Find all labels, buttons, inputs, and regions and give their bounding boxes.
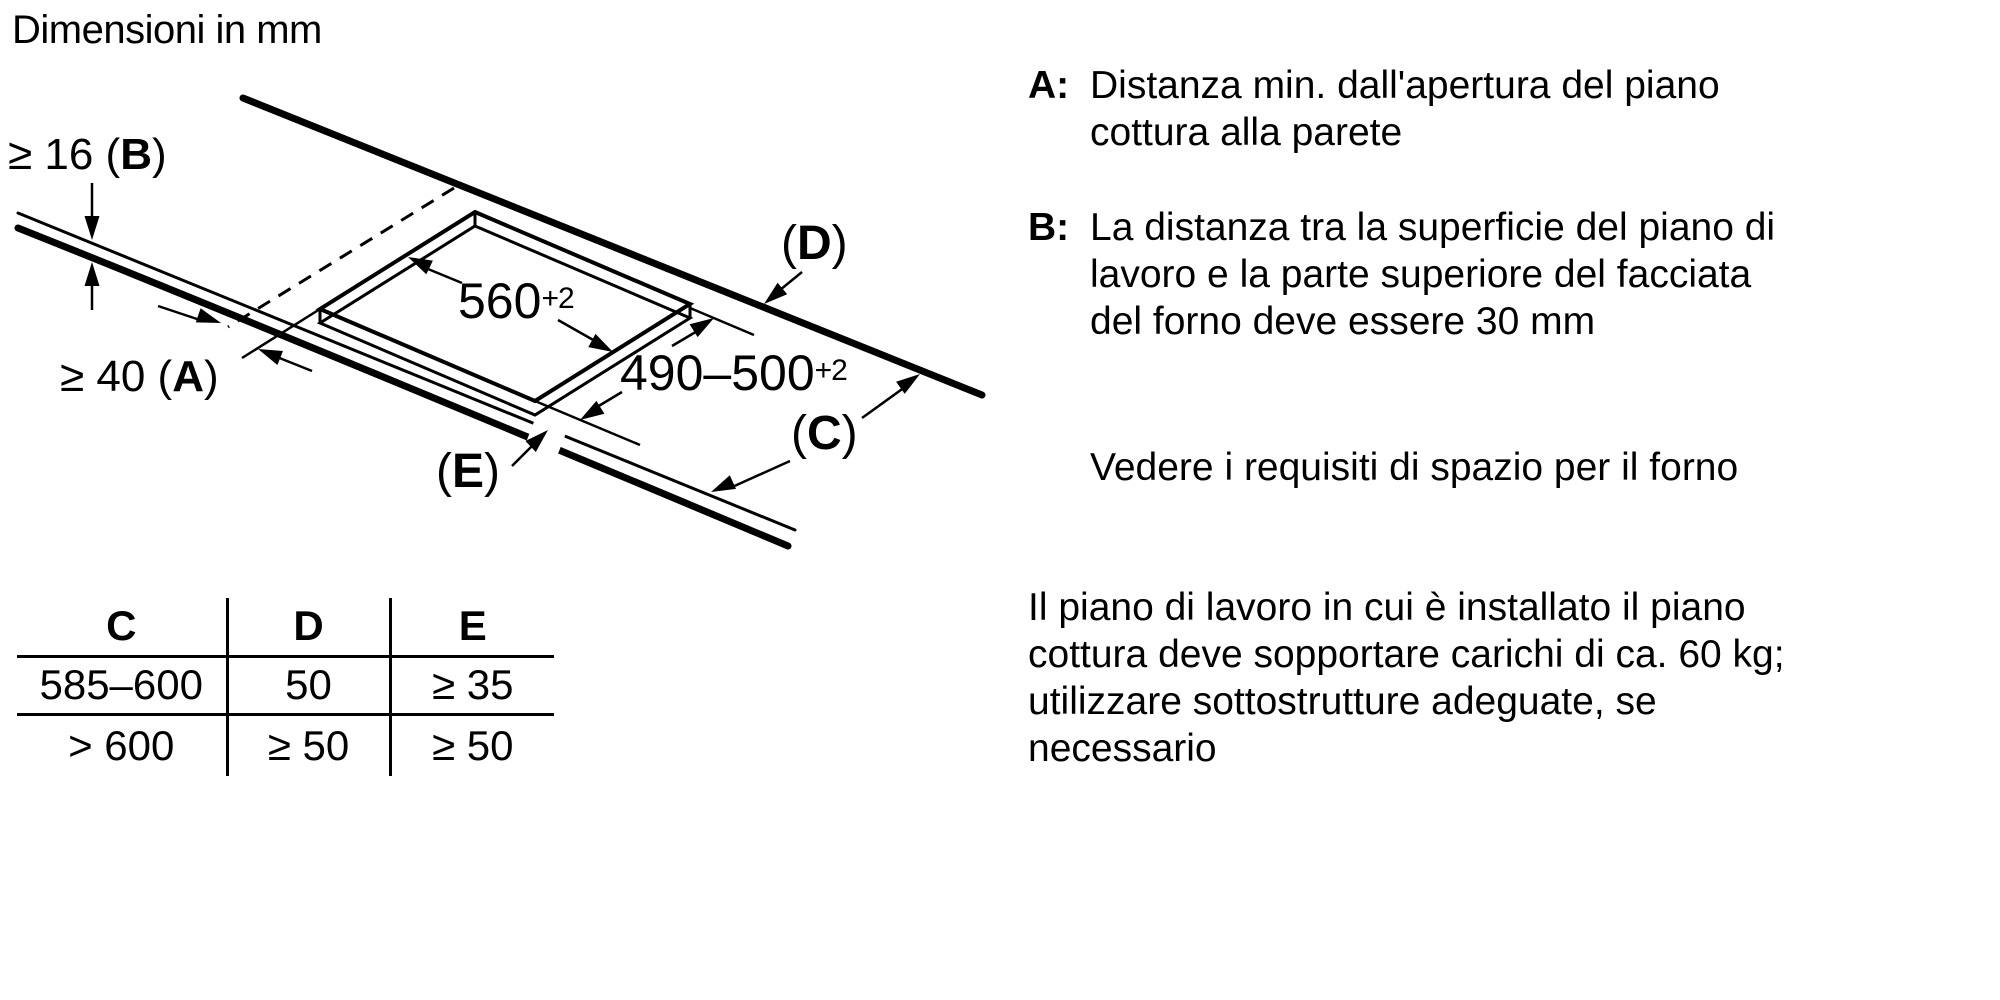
e-leader-arrow	[511, 430, 548, 467]
dim-a-arrows	[157, 304, 313, 373]
dim-a-prefix: ≥ 40 (	[60, 352, 173, 401]
table-cell: 50	[227, 656, 392, 716]
label-e-key: E	[451, 445, 484, 498]
table-header-row: C D E	[17, 598, 554, 658]
side-boundary-dashed-line	[227, 186, 455, 329]
cutout-width-tolerance: +2	[541, 282, 574, 315]
dim-b-prefix: ≥ 16 (	[8, 130, 121, 179]
note-a-label: A:	[1028, 64, 1070, 107]
cutout-depth-dimension: 490–500+2	[620, 344, 848, 402]
oven-space-note: Vedere i requisiti di spazio per il forn…	[1090, 444, 1738, 491]
table-cell: ≥ 50	[432, 721, 514, 769]
table-header-c: C	[17, 598, 229, 658]
dimension-table: C D E 585–600 50 ≥ 35 > 600 ≥ 50 ≥ 50	[17, 598, 554, 776]
label-d: (D)	[781, 216, 848, 271]
load-capacity-note-text: Il piano di lavoro in cui è installato i…	[1028, 586, 1785, 770]
table-cell: ≥ 35	[390, 656, 554, 716]
dim-b-label: ≥ 16 (B)	[8, 130, 167, 180]
note-b-label: B:	[1028, 206, 1070, 249]
cutout-depth-value: 490–500	[620, 345, 815, 401]
worktop-front-bottom-edge	[14, 224, 792, 550]
extension-line-left	[241, 307, 321, 360]
table-cell: 585–600	[17, 656, 229, 716]
extension-line-right	[689, 306, 755, 337]
wall-line	[239, 94, 986, 399]
worktop-front-top-edge	[16, 211, 797, 532]
cutout-depth-tolerance: +2	[814, 354, 848, 387]
page-title: Dimensioni in mm	[12, 8, 322, 52]
dim-560-arrows	[408, 257, 613, 352]
installation-diagram	[14, 94, 986, 550]
note-b-text: La distanza tra la superficie del piano …	[1090, 206, 1776, 343]
table-header-d: D	[227, 598, 392, 658]
cutout-inner-outline	[316, 224, 694, 417]
label-d-suffix: )	[831, 217, 848, 270]
dim-a-label: ≥ 40 (A)	[60, 352, 219, 402]
note-b: B: La distanza tra la superficie del pia…	[1028, 204, 1775, 345]
table-row: > 600 ≥ 50 ≥ 50	[17, 714, 554, 776]
front-edge-gap	[520, 418, 568, 468]
label-c-prefix: (	[791, 407, 807, 460]
note-a: A: Distanza min. dall'apertura del piano…	[1028, 62, 1720, 156]
c-arrows	[711, 374, 920, 492]
dim-a-suffix: )	[203, 352, 219, 401]
table-header-e: E	[390, 598, 554, 658]
label-e-prefix: (	[436, 445, 452, 498]
note-a-text: Distanza min. dall'apertura del piano co…	[1090, 64, 1720, 154]
oven-space-note-text: Vedere i requisiti di spazio per il forn…	[1090, 446, 1739, 489]
label-e-suffix: )	[484, 445, 500, 498]
label-c-suffix: )	[841, 407, 858, 460]
label-d-key: D	[796, 217, 832, 270]
label-c: (C)	[791, 406, 858, 461]
extension-line-bottom	[534, 399, 641, 447]
dim-b-arrows	[84, 183, 100, 310]
label-e: (E)	[436, 444, 500, 499]
cutout-width-dimension: 560+2	[458, 272, 575, 330]
label-c-key: C	[806, 407, 842, 460]
dim-b-key: B	[120, 130, 152, 179]
table-row: 585–600 50 ≥ 35	[17, 656, 554, 716]
dim-b-suffix: )	[151, 130, 167, 179]
cutout-width-value: 560	[458, 273, 542, 329]
label-d-prefix: (	[781, 217, 797, 270]
d-leader-arrow	[764, 271, 803, 304]
table-cell: ≥ 50	[227, 714, 392, 776]
table-cell: > 600	[17, 714, 229, 776]
dim-a-key: A	[172, 352, 204, 401]
cutout-depth-ticks	[318, 212, 692, 323]
dim-490-arrows	[580, 318, 714, 420]
load-capacity-note: Il piano di lavoro in cui è installato i…	[1028, 584, 1785, 772]
